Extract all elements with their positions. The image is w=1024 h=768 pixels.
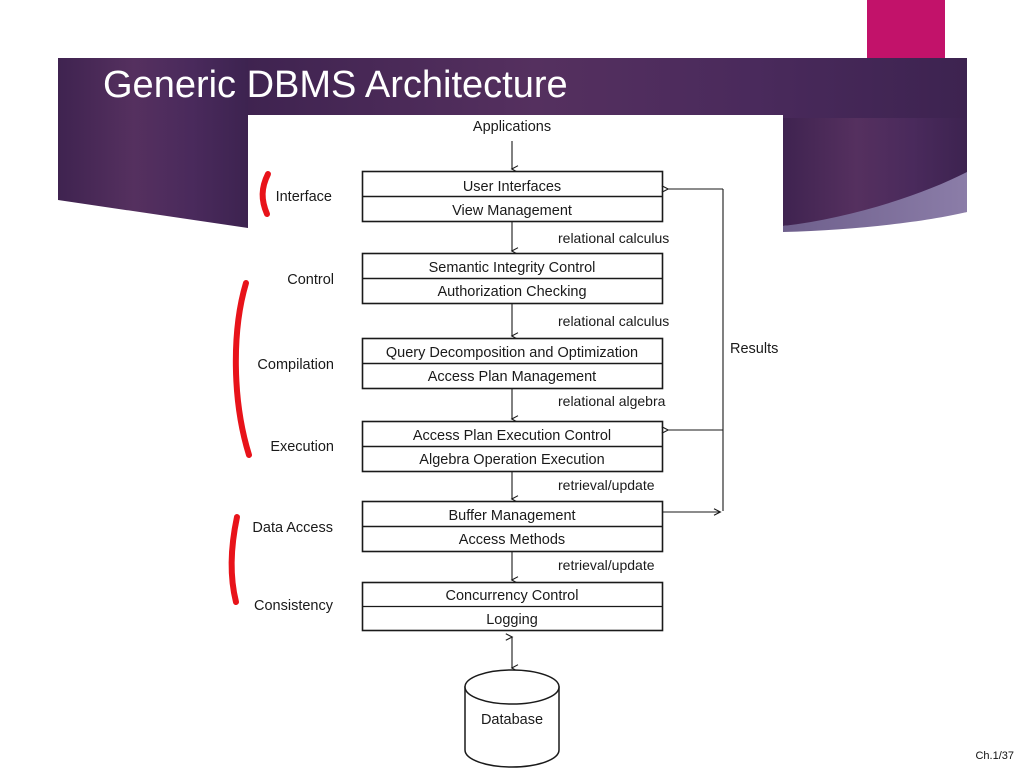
edge-label-3: relational algebra xyxy=(558,393,666,409)
results-return-path: Results xyxy=(661,185,778,516)
side-label-consistency: Consistency xyxy=(254,598,334,614)
edge-label-2: relational calculus xyxy=(558,313,669,329)
interface-layer: User Interfaces View Management xyxy=(361,170,664,223)
edge-label-4: retrieval/update xyxy=(558,477,655,493)
consistency-layer-top: Concurrency Control xyxy=(446,588,579,604)
banner-left-block xyxy=(58,58,248,228)
control-layer: Semantic Integrity Control Authorization… xyxy=(361,252,664,305)
side-label-compilation: Compilation xyxy=(257,357,334,373)
side-label-interface: Interface xyxy=(276,189,332,205)
database-label: Database xyxy=(481,712,543,728)
side-label-control: Control xyxy=(287,272,334,288)
consistency-layer: Concurrency Control Logging xyxy=(361,581,664,632)
side-label-execution: Execution xyxy=(270,439,334,455)
control-layer-bottom: Authorization Checking xyxy=(437,284,586,300)
side-label-data-access: Data Access xyxy=(252,520,333,536)
page-number: Ch.1/37 xyxy=(975,750,1014,762)
compilation-layer: Query Decomposition and Optimization Acc… xyxy=(361,337,664,390)
data-access-layer-bottom: Access Methods xyxy=(459,532,565,548)
bracket-data-access xyxy=(228,514,240,605)
bracket-interface xyxy=(259,171,271,217)
edge-label-1: relational calculus xyxy=(558,230,669,246)
results-label: Results xyxy=(730,341,778,357)
data-access-layer-top: Buffer Management xyxy=(448,508,575,524)
compilation-layer-bottom: Access Plan Management xyxy=(428,369,596,385)
edge-label-5: retrieval/update xyxy=(558,557,655,573)
execution-layer-top: Access Plan Execution Control xyxy=(413,428,611,444)
execution-layer-bottom: Algebra Operation Execution xyxy=(419,452,604,468)
interface-layer-bottom: View Management xyxy=(452,203,572,219)
consistency-layer-bottom: Logging xyxy=(486,612,538,628)
compilation-layer-top: Query Decomposition and Optimization xyxy=(386,345,638,361)
bracket-compilation xyxy=(232,280,252,458)
banner-swoosh xyxy=(783,172,967,232)
applications-label: Applications xyxy=(473,119,551,135)
banner-top-strip xyxy=(248,58,967,118)
interface-layer-top: User Interfaces xyxy=(463,179,561,195)
page-title: Generic DBMS Architecture xyxy=(103,64,568,106)
database-cylinder: Database xyxy=(464,669,560,768)
control-layer-top: Semantic Integrity Control xyxy=(429,260,596,276)
data-access-layer: Buffer Management Access Methods xyxy=(361,500,664,553)
execution-layer: Access Plan Execution Control Algebra Op… xyxy=(361,420,664,473)
header-decoration xyxy=(0,0,1024,240)
